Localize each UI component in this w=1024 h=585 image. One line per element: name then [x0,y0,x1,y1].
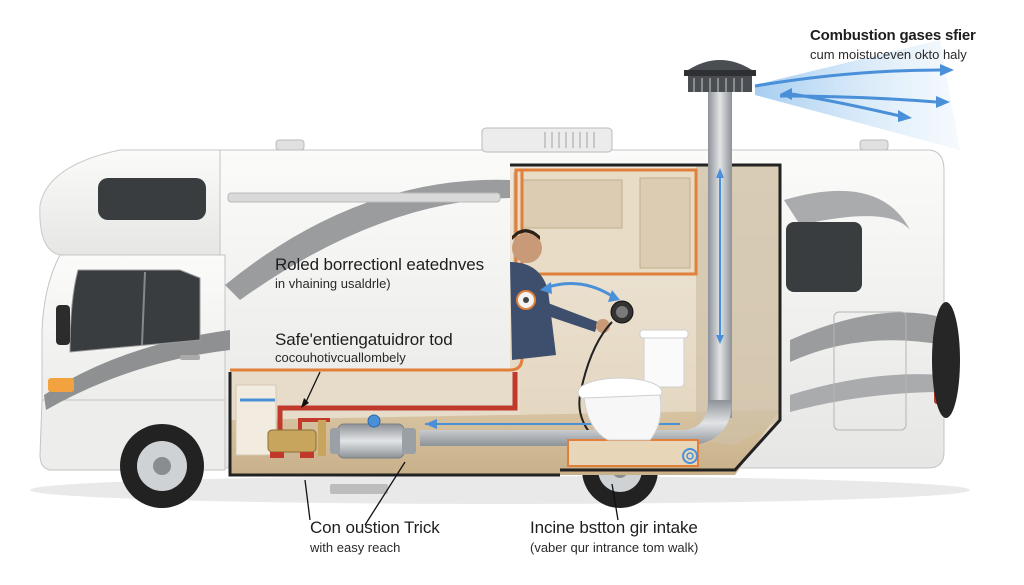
airflow-arrow-icon [754,40,960,150]
safety-callout-title: Safe'entiengatuidror tod [275,330,453,349]
safety-callout-subtitle: cocouhotivcuallombely [275,350,406,365]
front-wheel [120,424,204,508]
exhaust-callout-title: Combustion gases sfier [810,27,976,44]
technician-figure [510,229,610,360]
toilet-icon [567,329,699,467]
cabinet-callout-title: Roled borrectionl eatednves [275,255,484,274]
intake-callout-subtitle: (vaber qur intrance tom walk) [530,540,699,555]
cabinet-callout-subtitle: in vhaining usaldrle) [275,276,391,291]
roof-vent-icon [684,60,756,92]
intake-callout-title: Incine bstton gir intake [530,518,698,537]
unit-callout-subtitle: with easy reach [310,540,401,555]
leader-lines [304,371,619,526]
exhaust-callout-subtitle: cum moistuceven okto haly [810,47,967,62]
ground-shadow [30,476,970,504]
heater-unit-icon [267,414,416,459]
gauge-icon [516,290,536,310]
unit-callout-title: Con oustion Trick [310,518,440,537]
airflow-arrow-icon [540,282,620,302]
